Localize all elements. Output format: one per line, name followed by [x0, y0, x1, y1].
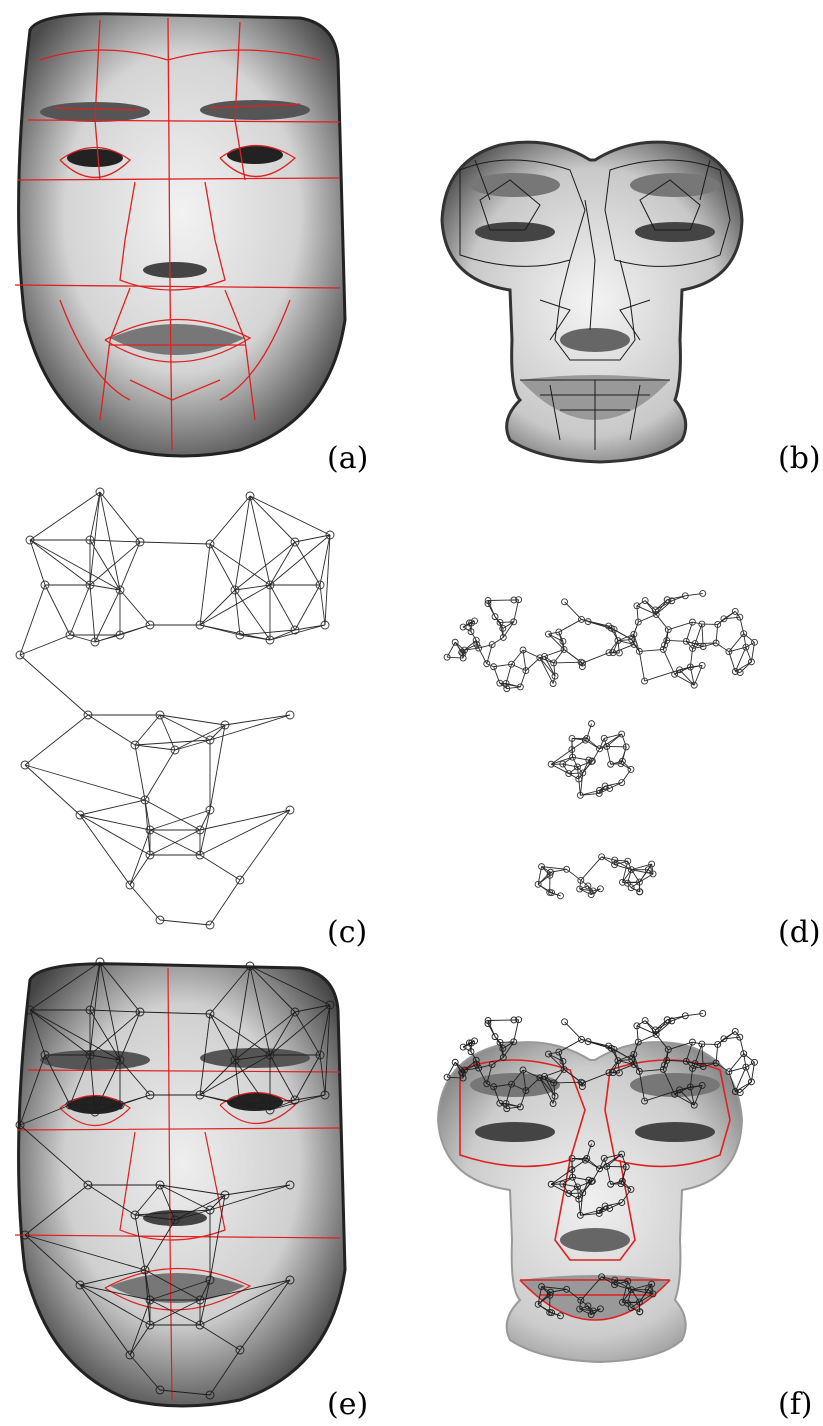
- face-mesh-frontal: [15, 487, 335, 930]
- face-segmentation-mapped: [440, 140, 744, 464]
- panel-label-e: (e): [327, 1387, 369, 1422]
- mapped-right-eye: [635, 222, 715, 242]
- panel-d: (d): [420, 480, 823, 950]
- panel-e: (e): [0, 950, 400, 1426]
- mesh-nodes: [15, 487, 335, 930]
- mapped-nose: [560, 328, 630, 352]
- right-eyebrow: [200, 100, 310, 120]
- left-eye: [67, 149, 123, 167]
- panel-a: (a): [0, 0, 400, 480]
- mesh-nodes: [443, 590, 758, 900]
- panel-b: (b): [420, 0, 823, 480]
- mesh-edges: [19, 961, 331, 1396]
- panel-label-b: (b): [778, 441, 821, 476]
- region-boundaries: [14, 17, 341, 451]
- panel-c: (c): [0, 480, 400, 950]
- mesh-edges: [19, 491, 331, 926]
- panel-label-c: (c): [327, 915, 368, 950]
- mesh-nodes: [15, 957, 335, 1400]
- panel-f: (f): [420, 950, 823, 1426]
- panel-label-a: (a): [327, 441, 369, 476]
- face-image: [17, 12, 347, 458]
- mesh-nodes: [443, 1010, 758, 1320]
- face-mesh-mapped: [443, 590, 758, 900]
- overlay-face-image: [17, 962, 347, 1408]
- mapped-region-boundaries: [459, 159, 731, 450]
- mouth: [110, 324, 245, 355]
- face-overlay-frontal: [14, 957, 347, 1408]
- nostrils: [143, 262, 207, 278]
- mapped-right-brow: [630, 173, 720, 197]
- panel-label-d: (d): [778, 915, 821, 950]
- face-segmentation-frontal: [14, 12, 347, 458]
- mapped-left-eye: [475, 222, 555, 242]
- panel-label-f: (f): [778, 1387, 813, 1422]
- face-overlay-mapped: [436, 1010, 758, 1364]
- mapped-left-brow: [470, 173, 560, 197]
- mesh-edges: [446, 593, 755, 897]
